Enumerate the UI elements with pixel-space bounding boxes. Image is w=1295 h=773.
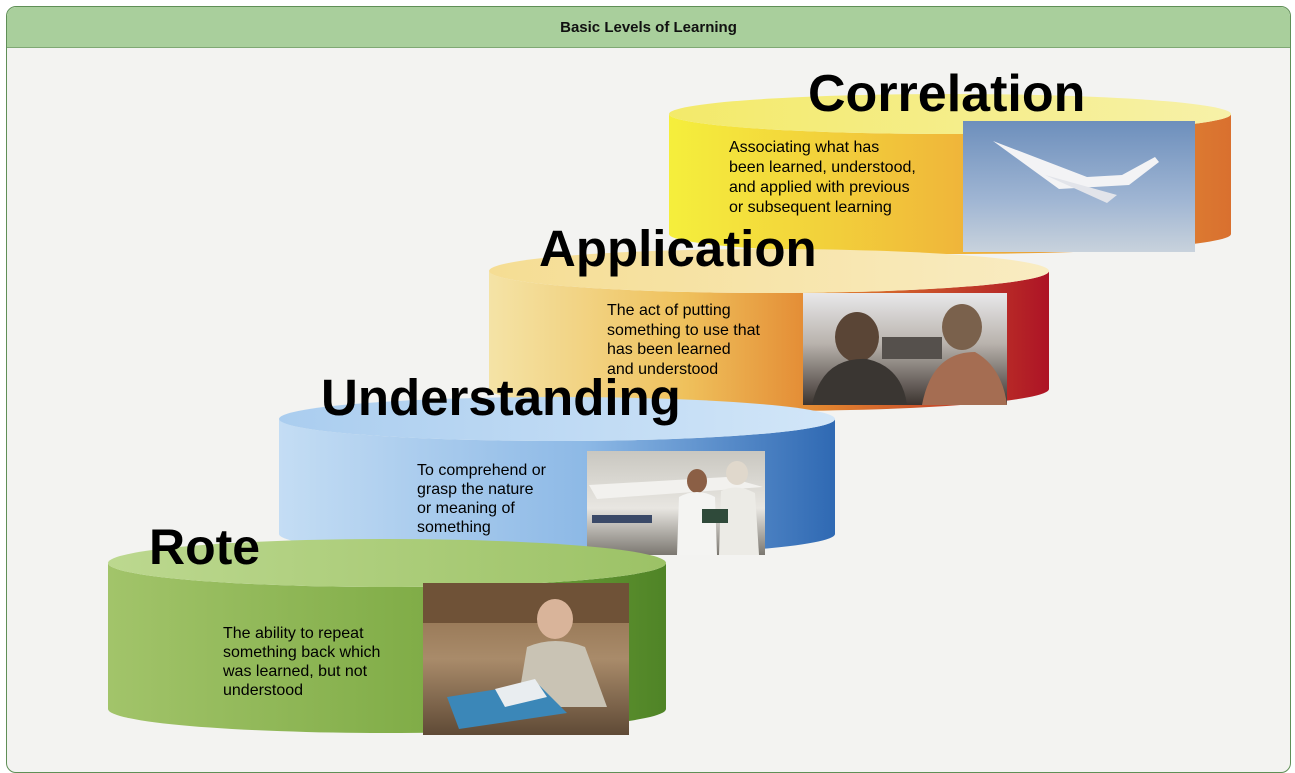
- understanding-description: To comprehend or grasp the nature or mea…: [417, 462, 550, 536]
- level-correlation: Correlation Associating what has been le…: [669, 65, 1231, 254]
- understanding-desc-line: or meaning of: [417, 500, 515, 517]
- diagram-frame: Basic Levels of Learning: [6, 6, 1291, 773]
- understanding-title: Understanding: [321, 369, 681, 426]
- rote-desc-line: something back which: [223, 644, 380, 661]
- level-rote: Rote The ability to repeat something bac…: [108, 519, 666, 735]
- understanding-desc-line: something: [417, 519, 491, 536]
- application-desc-line: The act of putting: [607, 302, 731, 319]
- rote-desc-line: was learned, but not: [222, 663, 368, 680]
- application-desc-line: and understood: [607, 361, 718, 378]
- man-reading-book-photo-icon: [423, 583, 629, 735]
- understanding-disc-top: [279, 397, 835, 441]
- instructor-and-student-by-airplane-photo-icon: [587, 451, 765, 555]
- correlation-desc-line: been learned, understood,: [729, 159, 916, 176]
- understanding-desc-line: grasp the nature: [417, 481, 534, 498]
- pilots-in-cockpit-photo-icon: [803, 293, 1007, 405]
- understanding-desc-line: To comprehend or: [417, 462, 547, 479]
- application-disc-top: [489, 249, 1049, 293]
- correlation-title: Correlation: [808, 65, 1085, 123]
- correlation-description: Associating what has been learned, under…: [729, 139, 920, 216]
- application-description: The act of putting something to use that…: [607, 302, 764, 378]
- rote-desc-line: The ability to repeat: [223, 625, 364, 642]
- application-desc-line: has been learned: [607, 341, 731, 358]
- rote-title: Rote: [149, 519, 260, 575]
- correlation-desc-line: and applied with previous: [729, 179, 910, 196]
- learning-levels-diagram: Correlation Associating what has been le…: [108, 65, 1231, 735]
- jet-in-flight-photo-icon: [963, 121, 1195, 252]
- correlation-desc-line: or subsequent learning: [729, 199, 892, 216]
- application-desc-line: something to use that: [607, 322, 761, 339]
- application-title: Application: [539, 220, 817, 277]
- level-application: Application The act of putting something…: [489, 220, 1049, 411]
- diagram-title: Basic Levels of Learning: [560, 19, 737, 36]
- title-bar: Basic Levels of Learning: [7, 7, 1290, 48]
- correlation-desc-line: Associating what has: [729, 139, 879, 156]
- rote-desc-line: understood: [223, 682, 303, 699]
- rote-disc-top: [108, 539, 666, 587]
- level-understanding: Understanding To comprehend or grasp the…: [279, 369, 835, 556]
- rote-description: The ability to repeat something back whi…: [222, 625, 385, 699]
